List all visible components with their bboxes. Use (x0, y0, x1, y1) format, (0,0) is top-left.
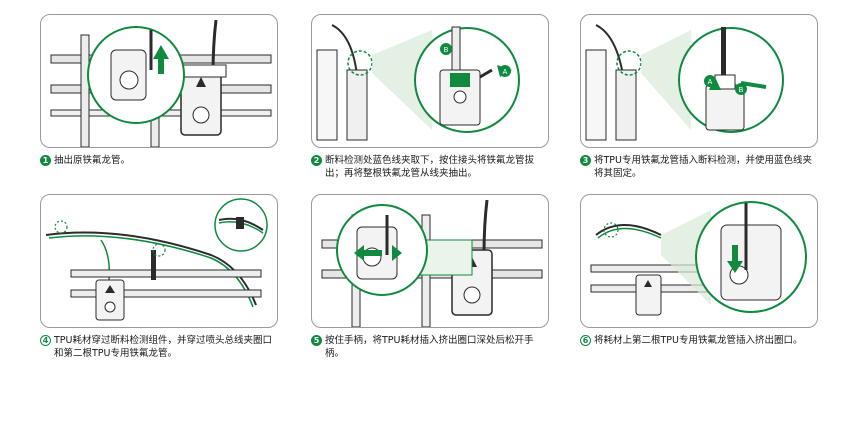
step-3-illustration: A B (580, 14, 818, 148)
label-b: B (739, 87, 744, 94)
step-number-badge: 6 (580, 335, 591, 346)
label-b: B (444, 47, 449, 54)
step-2-text: 断料检测处蓝色线夹取下，按住接头将铁氟龙管拔出；再将整根铁氟龙管从线夹抽出。 (325, 155, 535, 179)
step-1-text: 抽出原铁氟龙管。 (54, 155, 131, 166)
step-3-text: 将TPU专用铁氟龙管插入断料检测，并使用蓝色线夹将其固定。 (594, 155, 812, 179)
step-number-badge: 2 (311, 155, 322, 166)
second-tube-insert-illustration (590, 201, 807, 316)
step-2-illustration: A B (311, 14, 549, 148)
label-a: A (708, 79, 713, 86)
step-4-text: TPU耗材穿过断料检测组件，并穿过喷头总线夹圈口和第二根TPU专用铁氟龙管。 (54, 335, 272, 359)
step-5-caption: 5 按住手柄，将TPU耗材插入挤出圈口深处后松开手柄。 (311, 334, 547, 360)
step-6-illustration (580, 194, 818, 328)
step-5-text: 按住手柄，将TPU耗材插入挤出圈口深处后松开手柄。 (325, 335, 534, 359)
step-3-caption: 3 将TPU专用铁氟龙管插入断料检测，并使用蓝色线夹将其固定。 (580, 154, 816, 180)
step-3: A B 3 将TPU专用铁氟龙管插入断料检测，并使用蓝色线夹将其固定。 (580, 14, 818, 180)
extruder-lever-illustration (321, 199, 543, 327)
step-number-badge: 3 (580, 155, 591, 166)
step-1-caption: 1 抽出原铁氟龙管。 (40, 154, 276, 167)
tpu-routing-illustration (45, 198, 268, 321)
step-number-badge: 5 (311, 335, 322, 346)
step-5: 5 按住手柄，将TPU耗材插入挤出圈口深处后松开手柄。 (311, 194, 549, 360)
step-number-badge: 4 (40, 335, 51, 346)
step-6-text: 将耗材上第二根TPU专用铁氟龙管插入挤出圈口。 (594, 335, 803, 346)
step-6-caption: 6 将耗材上第二根TPU专用铁氟龙管插入挤出圈口。 (580, 334, 816, 347)
step-2: A B 2 断料检测处蓝色线夹取下，按住接头将铁氟龙管拔出；再将整根铁氟龙管从线… (311, 14, 549, 180)
step-1: 1 抽出原铁氟龙管。 (40, 14, 278, 167)
step-number-badge: 1 (40, 155, 51, 166)
filament-sensor-illustration: A B (316, 24, 520, 141)
step-5-illustration (311, 194, 549, 328)
step-4: 4 TPU耗材穿过断料检测组件，并穿过喷头总线夹圈口和第二根TPU专用铁氟龙管。 (40, 194, 278, 360)
step-4-illustration (40, 194, 278, 328)
step-6: 6 将耗材上第二根TPU专用铁氟龙管插入挤出圈口。 (580, 194, 818, 347)
printer-extruder-illustration (50, 19, 272, 147)
label-a: A (503, 69, 508, 76)
step-1-illustration (40, 14, 278, 148)
tpu-tube-insert-illustration: A B (585, 24, 784, 141)
step-2-caption: 2 断料检测处蓝色线夹取下，按住接头将铁氟龙管拔出；再将整根铁氟龙管从线夹抽出。 (311, 154, 547, 180)
step-4-caption: 4 TPU耗材穿过断料检测组件，并穿过喷头总线夹圈口和第二根TPU专用铁氟龙管。 (40, 334, 276, 360)
